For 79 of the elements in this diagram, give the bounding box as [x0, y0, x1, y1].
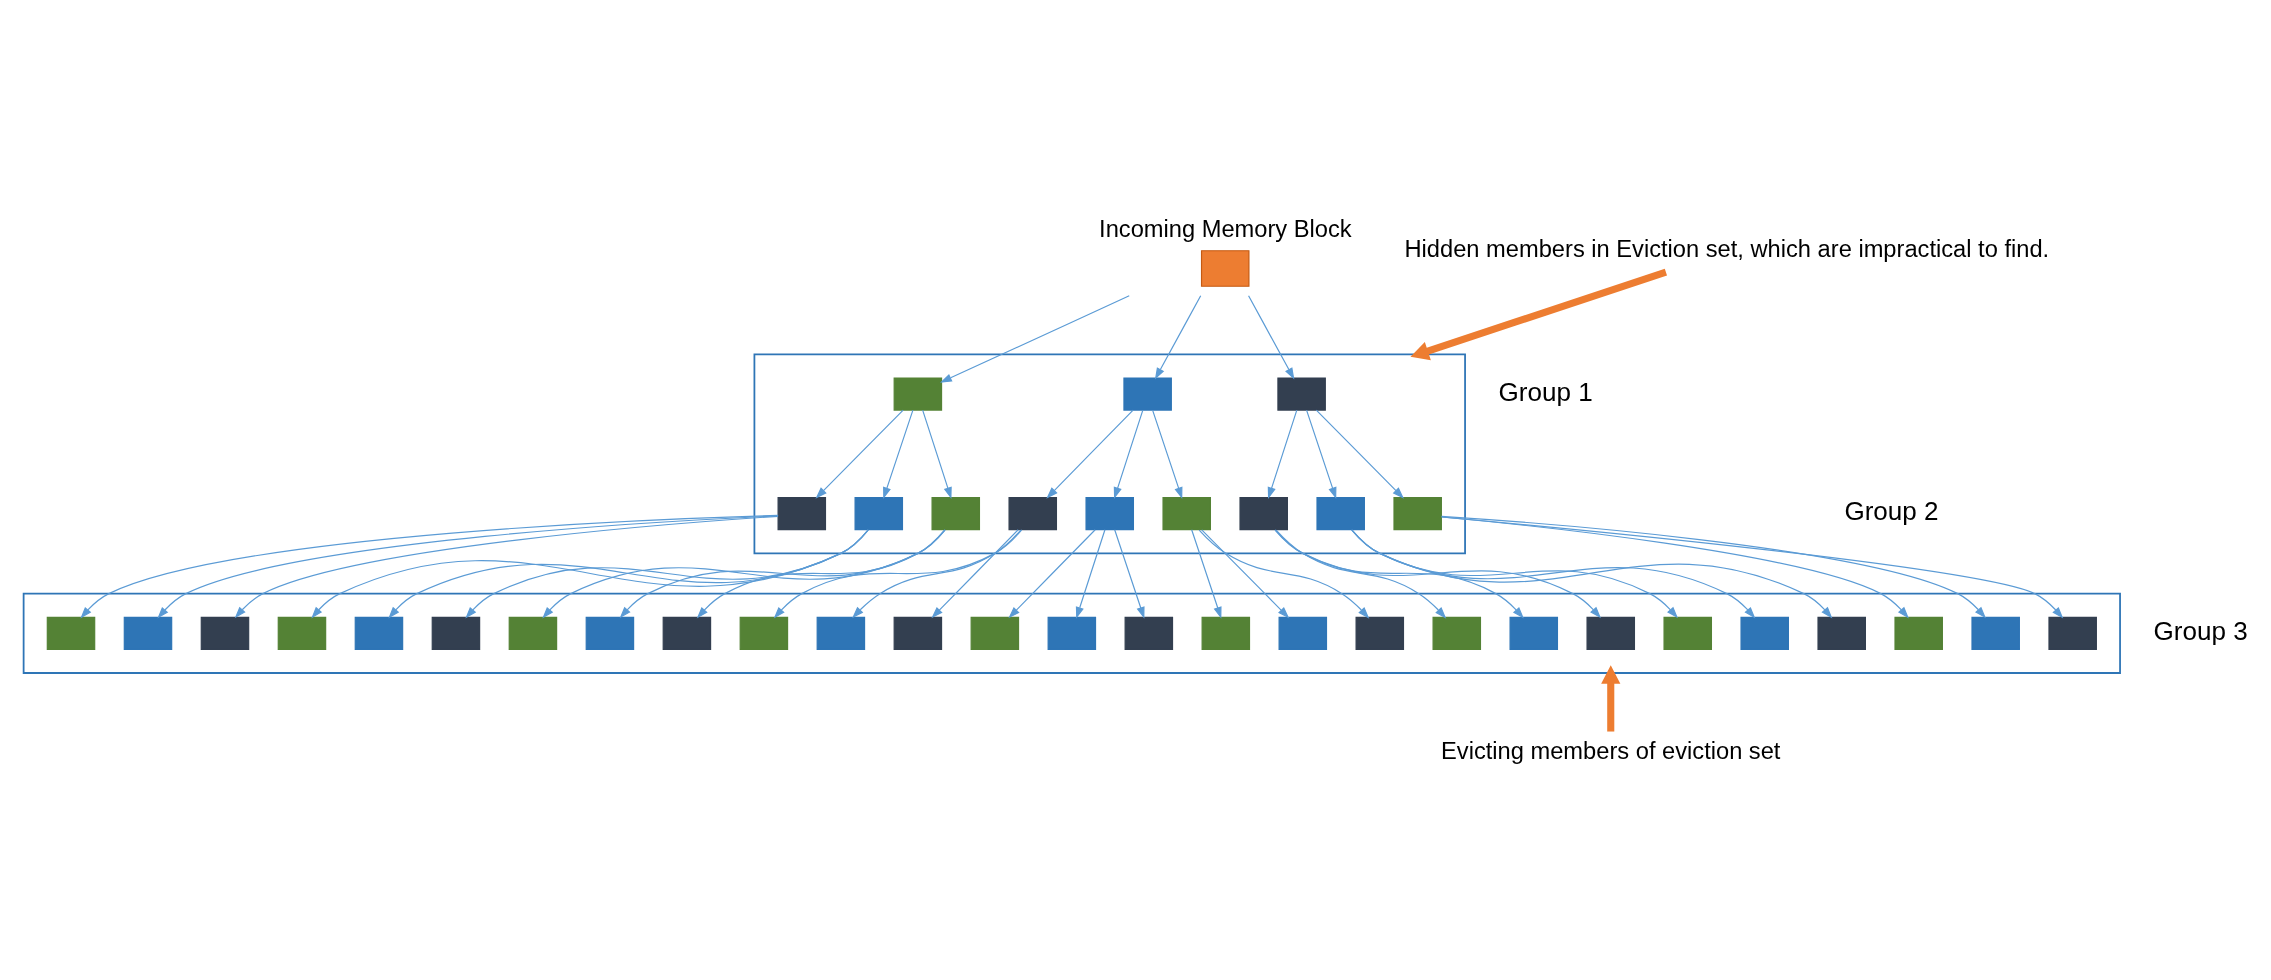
- cluster: [22, 592, 2121, 674]
- label: Group 2: [1844, 496, 1939, 527]
- label: Group 3: [2153, 615, 2248, 646]
- arrow: [1441, 516, 1909, 619]
- arrow: [1114, 529, 1145, 619]
- node-box: [893, 616, 943, 650]
- node-box: [1162, 497, 1211, 531]
- node-box: [1894, 616, 1943, 650]
- arrow: [922, 409, 952, 500]
- arrow: [1113, 409, 1144, 500]
- node-box: [46, 616, 96, 650]
- node-box: [1123, 377, 1172, 411]
- node-box: [585, 616, 635, 650]
- node-box: [816, 616, 866, 650]
- arrow: [1274, 529, 1524, 619]
- arrow: [1267, 409, 1298, 500]
- node-box: [739, 616, 789, 650]
- arrow: [1351, 529, 1833, 619]
- arrow: [1198, 529, 1370, 619]
- arrow: [852, 529, 1022, 619]
- arrow: [1410, 268, 1667, 361]
- node-box: [1277, 377, 1326, 411]
- node-box: [1817, 616, 1866, 650]
- node-box: [200, 616, 250, 650]
- node-box: [354, 616, 404, 650]
- arrow: [619, 529, 946, 619]
- arrow: [1248, 295, 1295, 380]
- node-box: [1586, 616, 1636, 650]
- node-box: [1047, 616, 1097, 650]
- node-box: [1085, 497, 1134, 531]
- node-text: Hidden members in Eviction set, which are impractical to find.: [1404, 235, 2050, 262]
- arrow: [1274, 529, 1601, 619]
- arrow: [1075, 529, 1106, 619]
- node-box: [1124, 616, 1174, 650]
- node-box: [1663, 616, 1712, 650]
- node-box: [970, 616, 1020, 650]
- node-box: [277, 616, 327, 650]
- node-label: Incoming Memory Block: [1099, 215, 1352, 242]
- node-box: [508, 616, 558, 650]
- arrow: [1351, 529, 1756, 619]
- node-box: [931, 497, 981, 531]
- arrow: [1152, 409, 1183, 500]
- node-box: [2048, 616, 2097, 650]
- node-box: [893, 377, 943, 411]
- node-box: [777, 497, 827, 531]
- node-box: [854, 497, 904, 531]
- arrow: [1154, 295, 1202, 380]
- label: Group 1: [1498, 376, 1593, 407]
- node-box: [1432, 616, 1482, 650]
- arrow: [1191, 529, 1222, 619]
- arrow: [940, 295, 1130, 383]
- node-box: [1740, 616, 1789, 650]
- arrow: [1275, 529, 1447, 619]
- arrow: [815, 409, 904, 499]
- arrow: [1351, 529, 1678, 619]
- arrow: [1201, 529, 1290, 619]
- arrow: [542, 529, 946, 619]
- arrow: [696, 529, 946, 619]
- arrow: [883, 409, 914, 500]
- arrow: [1315, 409, 1404, 499]
- arrow: [1306, 409, 1337, 500]
- node-box: [1971, 616, 2020, 650]
- node-box: [1393, 497, 1442, 531]
- node-box: [1008, 497, 1058, 531]
- cluster: [753, 353, 1466, 555]
- node-text: Evicting members of eviction set: [1441, 737, 1781, 764]
- node-box: [1201, 616, 1251, 650]
- node-box: [431, 616, 481, 650]
- node-box: [1316, 497, 1365, 531]
- arrow: [931, 529, 1019, 619]
- node-box: [1509, 616, 1559, 650]
- arrow: [1046, 409, 1134, 499]
- node-box: [123, 616, 173, 650]
- node-box: [662, 616, 712, 650]
- arrow: [1008, 529, 1096, 619]
- arrow: [773, 529, 1023, 619]
- node-box: [1278, 616, 1328, 650]
- node-box: [1239, 497, 1288, 531]
- node-box: [1355, 616, 1405, 650]
